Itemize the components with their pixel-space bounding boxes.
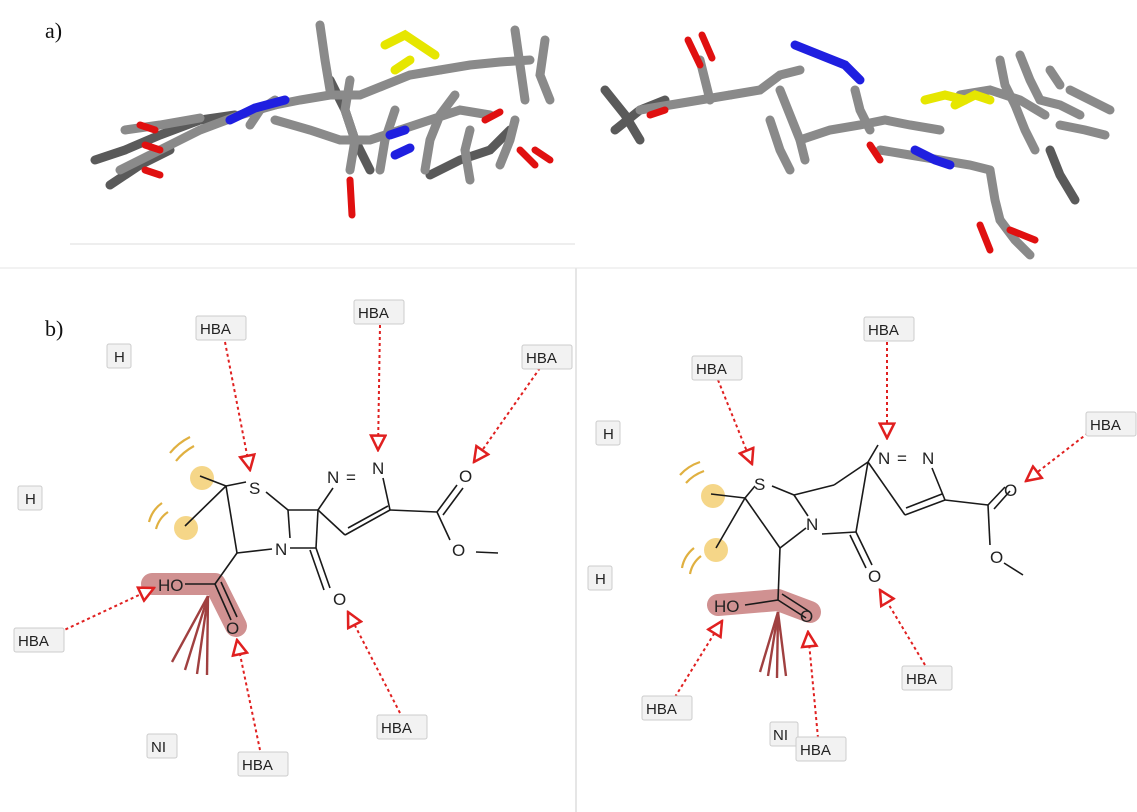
svg-text:HBA: HBA — [800, 742, 831, 759]
hydrophobic-sphere — [174, 516, 198, 540]
svg-text:HBA: HBA — [868, 322, 899, 339]
atom-HO: HO — [714, 597, 740, 616]
feature-box-HBA-HO: HBA — [13, 627, 65, 653]
svg-text:HBA: HBA — [906, 671, 937, 688]
atom-double-bond: = — [897, 449, 907, 468]
atom-O-ester: O — [1004, 481, 1017, 500]
feature-box-HBA-O: HBA — [521, 344, 573, 370]
hydrophobic-sphere — [701, 484, 725, 508]
svg-text:H: H — [25, 491, 36, 508]
atom-O-acid: O — [800, 607, 813, 626]
hydrophobic-sphere — [190, 466, 214, 490]
feature-box-H2: H — [587, 565, 613, 591]
feature-box-NI: NI — [146, 733, 178, 759]
svg-text:NI: NI — [773, 727, 788, 744]
hydrophobic-wave-icon — [147, 502, 163, 523]
atom-O-lactam: O — [333, 590, 346, 609]
feature-box-HBA-lactam: HBA — [901, 665, 953, 691]
atom-N-ring: N — [275, 540, 287, 559]
feature-box-HBA-HO: HBA — [641, 695, 693, 721]
atom-N1: N — [327, 468, 339, 487]
overlay-left-3d — [90, 20, 555, 219]
hydrophobic-wave-icon — [688, 555, 702, 575]
panel-a-label: a) — [45, 18, 62, 43]
feature-box-H1: H — [595, 420, 621, 446]
svg-text:HBA: HBA — [526, 350, 557, 367]
feature-box-HBA-Oacid: HBA — [795, 736, 847, 762]
atom-HO: HO — [158, 576, 184, 595]
atom-N-ring: N — [806, 515, 818, 534]
negative-ionizable-cone-icon — [170, 595, 210, 676]
svg-text:H: H — [595, 571, 606, 588]
feature-box-HBA-O: HBA — [1085, 411, 1137, 437]
atom-S: S — [249, 479, 260, 498]
feature-box-HBA-N: HBA — [863, 316, 915, 342]
feature-box-HBA-N: HBA — [353, 299, 405, 325]
svg-text:HBA: HBA — [200, 321, 231, 338]
hydrophobic-wave-icon — [175, 445, 195, 462]
feature-box-HBA-Oacid: HBA — [237, 751, 289, 777]
hydrophobic-wave-icon — [154, 511, 169, 530]
atom-O-lactam: O — [868, 567, 881, 586]
pharmacophore-left: S N N = N O O O HO O H H NI — [13, 299, 573, 777]
atom-N1: N — [878, 449, 890, 468]
bond-lines — [710, 444, 1024, 619]
feature-box-HBA-lactam: HBA — [376, 714, 428, 740]
feature-box-HBA-S: HBA — [195, 315, 247, 341]
hydrophobic-wave-icon — [169, 436, 191, 454]
svg-text:H: H — [114, 349, 125, 366]
panel-b-label: b) — [45, 316, 63, 341]
feature-box-NI: NI — [769, 721, 799, 747]
svg-text:NI: NI — [151, 739, 166, 756]
svg-text:HBA: HBA — [358, 305, 389, 322]
overlay-right-3d — [600, 31, 1115, 260]
svg-text:HBA: HBA — [696, 361, 727, 378]
feature-box-HBA-S: HBA — [691, 355, 743, 381]
atom-O-acid: O — [226, 619, 239, 638]
atom-O-ester2: O — [990, 548, 1003, 567]
hydrophobic-sphere — [704, 538, 728, 562]
svg-text:HBA: HBA — [18, 633, 49, 650]
bond-lines — [184, 475, 499, 621]
svg-text:HBA: HBA — [242, 757, 273, 774]
atom-S: S — [754, 475, 765, 494]
svg-text:HBA: HBA — [646, 701, 677, 718]
hba-arrows — [674, 342, 1089, 739]
hydrophobic-wave-icon — [679, 460, 701, 476]
svg-text:HBA: HBA — [1090, 417, 1121, 434]
hydrophobic-wave-icon — [680, 547, 695, 569]
atom-O-ester2: O — [452, 541, 465, 560]
atom-double-bond: = — [346, 468, 356, 487]
feature-box-H2: H — [17, 485, 43, 511]
feature-box-H1: H — [106, 343, 132, 369]
svg-text:H: H — [603, 426, 614, 443]
atom-N2: N — [922, 449, 934, 468]
hydrophobic-wave-icon — [685, 469, 705, 484]
atom-N2: N — [372, 459, 384, 478]
atom-O-ester: O — [459, 467, 472, 486]
svg-text:HBA: HBA — [381, 720, 412, 737]
negative-ionizable-cone-icon — [758, 611, 788, 679]
pharmacophore-right: S N N = N O O O HO O H H NI — [587, 316, 1137, 762]
hba-arrows — [59, 324, 541, 751]
